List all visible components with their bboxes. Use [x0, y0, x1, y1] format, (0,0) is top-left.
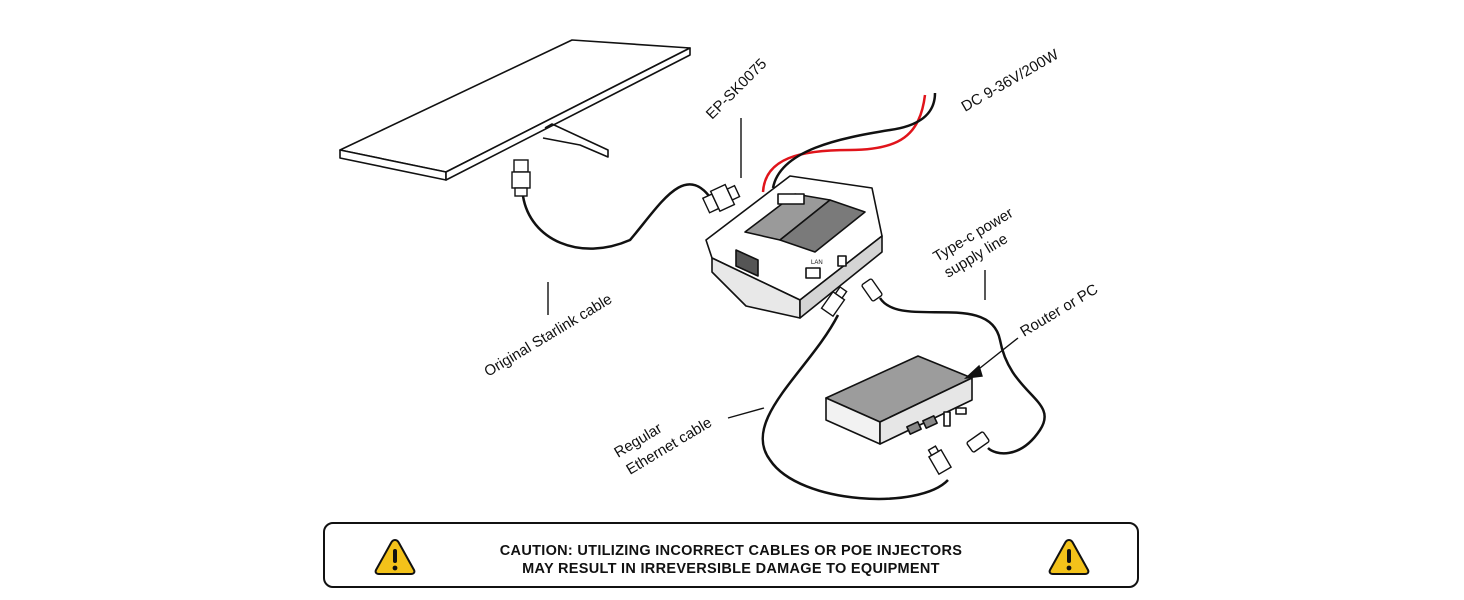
caution-line1: CAUTION: UTILIZING INCORRECT CABLES OR P…: [499, 543, 963, 559]
dc-power-cables: [761, 92, 937, 193]
rj45-connector-bottom-icon: [927, 445, 953, 476]
leader-lines: [547, 118, 1019, 419]
model-label: EP-SK0075: [703, 55, 770, 122]
usb-c-plug-top-icon: [861, 278, 883, 302]
warning-triangle-icon: [374, 538, 416, 575]
router-side-connector-icon: [701, 183, 741, 214]
caution-text: CAUTION: UTILIZING INCORRECT CABLES OR P…: [435, 542, 1027, 578]
starlink-cable: [511, 159, 741, 250]
starlink-dish: [339, 39, 691, 181]
typec-cable: [861, 278, 1046, 455]
router-device: [825, 355, 973, 445]
warning-triangle-icon: [1048, 538, 1090, 575]
caution-line2: MAY RESULT IN IRREVERSIBLE DAMAGE TO EQU…: [522, 561, 940, 577]
lan-port-label: LAN: [811, 260, 823, 266]
router-label: Router or PC: [1017, 281, 1101, 341]
ethernet-cable: [761, 285, 953, 501]
dc-input-label: DC 9-36V/200W: [959, 46, 1063, 116]
injector-device: [705, 175, 883, 319]
usb-c-plug-bottom-icon: [966, 431, 990, 453]
caution-banner: CAUTION: UTILIZING INCORRECT CABLES OR P…: [323, 522, 1139, 588]
starlink-connector-icon: [511, 159, 531, 197]
rj45-connector-top-icon: [820, 285, 848, 318]
